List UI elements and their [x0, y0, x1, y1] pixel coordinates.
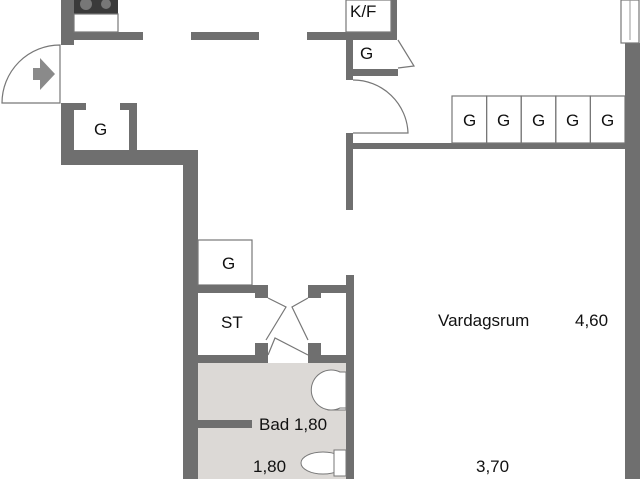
- entrance-arrow-icon: [33, 58, 55, 90]
- wall: [74, 103, 86, 110]
- wall: [198, 285, 268, 293]
- bath-label: Bad 1,80: [259, 415, 327, 434]
- wall: [198, 355, 268, 363]
- living-room-door[interactable]: [352, 79, 409, 134]
- wall: [353, 143, 625, 149]
- window: [620, 0, 640, 44]
- wall: [308, 355, 346, 363]
- wall: [346, 275, 354, 479]
- wardrobe-row: G G G G G: [451, 95, 626, 144]
- wall: [191, 32, 259, 40]
- wall: [353, 69, 398, 76]
- bathroom-door[interactable]: [267, 337, 309, 356]
- wall: [120, 103, 137, 110]
- wall: [346, 40, 353, 80]
- bath-depth: 1,80: [253, 457, 286, 476]
- wall: [61, 103, 74, 165]
- exterior-wall: [625, 43, 640, 479]
- storage-door[interactable]: [265, 297, 287, 341]
- sink-icon: [310, 369, 347, 411]
- storage-label: ST: [221, 313, 243, 332]
- wall: [61, 150, 198, 165]
- wall: [308, 285, 321, 298]
- wall: [255, 285, 268, 298]
- kitchen-label: K/F: [350, 2, 376, 21]
- wall: [346, 133, 353, 210]
- wardrobe-label: G: [566, 111, 579, 130]
- wall: [308, 285, 346, 293]
- closet-door[interactable]: [397, 39, 415, 69]
- wall: [255, 343, 268, 363]
- stove-icon: [74, 0, 118, 14]
- wardrobe-label: G: [601, 111, 614, 130]
- wall: [307, 32, 397, 40]
- wardrobe-label: G: [497, 111, 510, 130]
- living-room-width: 4,60: [575, 311, 608, 330]
- wall: [198, 420, 252, 428]
- wall: [308, 343, 321, 363]
- closet-label: G: [222, 254, 235, 273]
- kitchen-counter: [73, 13, 119, 33]
- wall: [391, 0, 397, 40]
- kitchen-fridge-freezer: [345, 0, 392, 33]
- closet-label: G: [360, 44, 373, 63]
- wall: [61, 32, 143, 40]
- wall: [183, 150, 198, 479]
- wardrobe-label: G: [532, 111, 545, 130]
- wardrobe-label: G: [463, 111, 476, 130]
- closet-label: G: [94, 120, 107, 139]
- closet-door[interactable]: [291, 297, 309, 341]
- wall: [129, 103, 137, 150]
- living-room-label: Vardagsrum: [438, 311, 529, 330]
- entrance-door[interactable]: [1, 44, 61, 104]
- living-room-depth: 3,70: [476, 457, 509, 476]
- toilet-icon: [300, 449, 347, 477]
